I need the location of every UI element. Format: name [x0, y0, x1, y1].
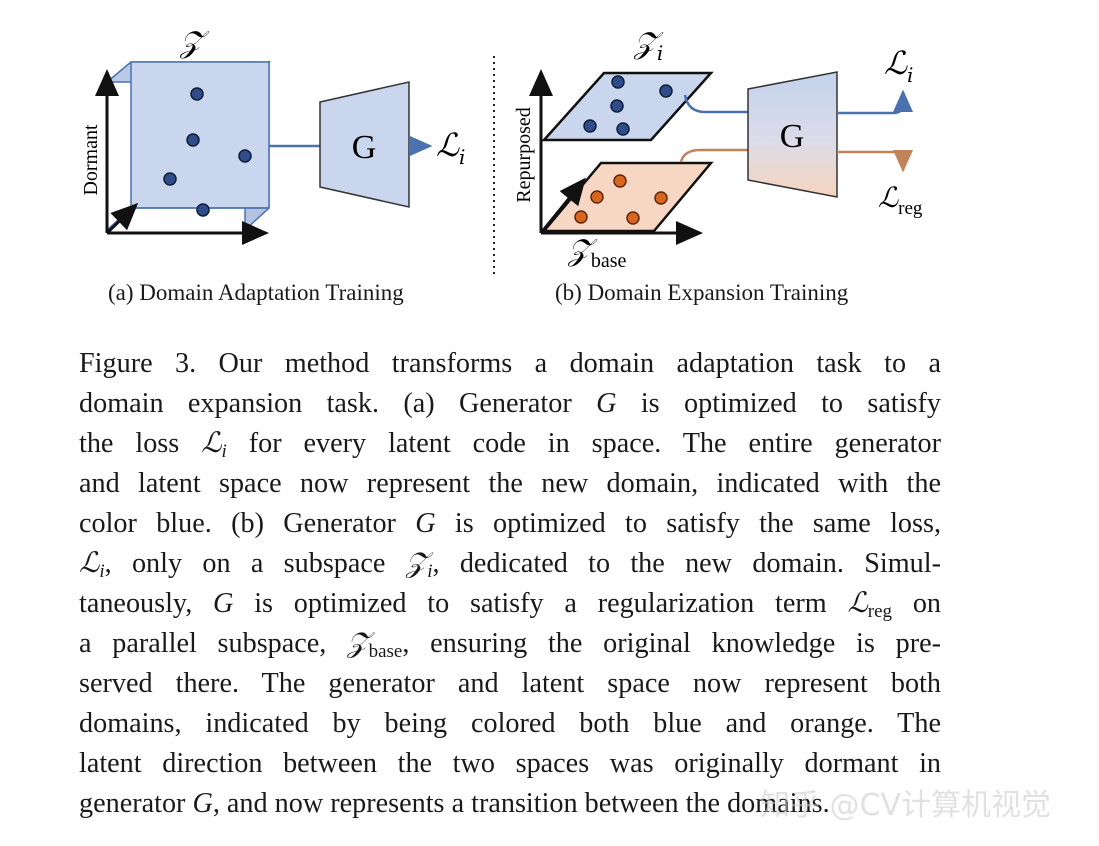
caption-text: served there. The generator and latent s… — [79, 668, 941, 699]
caption-text: , and now represents a transition betwee… — [212, 788, 830, 819]
caption-line: ℒi, only on a subspace 𝒵i, dedicated to … — [79, 544, 941, 584]
z-axis — [105, 202, 139, 235]
math-symbol: ℒ — [847, 588, 868, 619]
math-symbol: 𝒵 — [347, 628, 369, 659]
caption-line: domain expansion task. (a) Generator G i… — [79, 384, 941, 424]
math-subscript: base — [368, 641, 403, 662]
caption-text: is optimized to satisfy the same loss, — [435, 508, 942, 539]
latent-code-dot-orange — [626, 211, 640, 225]
caption-line: and latent space now represent the new d… — [79, 464, 941, 504]
loss-bottom-label: ℒreg — [878, 181, 923, 219]
caption-text: is optimized to satisfy — [616, 388, 941, 419]
caption-line: latent direction between the two spaces … — [79, 744, 941, 784]
generator-label: G — [352, 129, 377, 166]
caption-text: and latent space now represent the new d… — [79, 468, 941, 499]
latent-code-dot-orange — [654, 191, 668, 205]
latent-code-dot — [196, 203, 210, 217]
caption-text: the loss — [79, 428, 202, 459]
latent-code-dot-blue — [611, 75, 625, 89]
caption-text: , ensuring the original knowledge is pre… — [402, 628, 941, 659]
connector-orange — [679, 148, 748, 163]
caption-text: color blue. (b) Generator — [79, 508, 416, 539]
math-subscript: i — [427, 561, 433, 582]
latent-code-dot-orange — [574, 210, 588, 224]
math-subscript: i — [99, 561, 105, 582]
caption-line: served there. The generator and latent s… — [79, 664, 941, 704]
caption-line: color blue. (b) Generator G is optimized… — [79, 504, 941, 544]
output-arrow-orange — [837, 150, 913, 173]
caption-text: domain expansion task. (a) Generator — [79, 388, 597, 419]
figure-caption: Figure 3. Our method transforms a domain… — [79, 344, 941, 824]
latent-code-dot — [186, 133, 200, 147]
generator-block — [319, 81, 410, 208]
panel-a: 𝒵 Dormant G ℒi — [80, 25, 465, 245]
caption-text: for every latent code in space. The enti… — [226, 428, 941, 459]
math-symbol: G — [415, 508, 436, 539]
latent-code-dot-blue — [616, 122, 630, 136]
output-arrow-blue — [837, 89, 913, 115]
caption-text: a parallel subspace, — [79, 628, 348, 659]
caption-text: generator — [79, 788, 193, 819]
caption-text: latent direction between the two spaces … — [79, 748, 941, 779]
caption-line: the loss ℒi for every latent code in spa… — [79, 424, 941, 464]
latent-code-dot — [238, 149, 252, 163]
subfigure-caption-b: (b) Domain Expansion Training — [555, 280, 849, 305]
latent-code-dot — [190, 87, 204, 101]
generator-label: G — [780, 118, 805, 155]
caption-line: taneously, G is optimized to satisfy a r… — [79, 584, 941, 624]
latent-cube — [104, 60, 272, 232]
space-bottom-label: 𝒵base — [567, 233, 627, 272]
space-top-label: 𝒵i — [633, 26, 664, 65]
figure-3-diagram: 𝒵 Dormant G ℒi 𝒵i — [80, 25, 923, 274]
latent-code-dot-blue — [583, 119, 597, 133]
latent-code-dot-blue — [659, 84, 673, 98]
watermark: 知乎 @CV计算机视觉 — [760, 788, 1052, 823]
latent-code-dot — [163, 172, 177, 186]
latent-code-dot-orange — [613, 174, 627, 188]
math-symbol: ℒ — [201, 428, 222, 459]
loss-label: ℒi — [436, 126, 465, 169]
connector-blue — [683, 94, 748, 114]
math-subscript: i — [221, 441, 227, 462]
caption-text: on — [892, 588, 942, 619]
caption-line: Figure 3. Our method transforms a domain… — [79, 344, 941, 384]
caption-text: , only on a subspace — [104, 548, 406, 579]
caption-line: domains, indicated by being colored both… — [79, 704, 941, 744]
space-label: 𝒵 — [179, 25, 210, 60]
caption-text: taneously, — [79, 588, 214, 619]
generator-block — [747, 71, 838, 198]
z-axis — [539, 177, 586, 234]
latent-code-dot-orange — [590, 190, 604, 204]
axis-label-repurposed: Repurposed — [513, 107, 535, 203]
caption-text: is optimized to satisfy a regularization… — [233, 588, 848, 619]
panel-b: 𝒵i 𝒵base Repurposed G ℒi ℒreg — [513, 26, 923, 272]
caption-line: a parallel subspace, 𝒵base, ensuring the… — [79, 624, 941, 664]
axis-label-dormant: Dormant — [80, 124, 102, 196]
math-subscript: reg — [867, 601, 893, 622]
loss-top-label: ℒi — [884, 44, 913, 87]
math-symbol: ℒ — [79, 548, 100, 579]
math-symbol: G — [213, 588, 234, 619]
caption-text: , dedicated to the new domain. Simul- — [432, 548, 941, 579]
math-symbol: 𝒵 — [405, 548, 428, 579]
math-symbol: G — [596, 388, 617, 419]
caption-text: Figure 3. Our method transforms a domain… — [79, 348, 941, 379]
caption-line: generator G, and now represents a transi… — [79, 784, 941, 824]
subfigure-caption-a: (a) Domain Adaptation Training — [108, 280, 404, 305]
latent-code-dot-blue — [610, 99, 624, 113]
math-symbol: G — [192, 788, 213, 819]
caption-text: domains, indicated by being colored both… — [79, 708, 941, 739]
